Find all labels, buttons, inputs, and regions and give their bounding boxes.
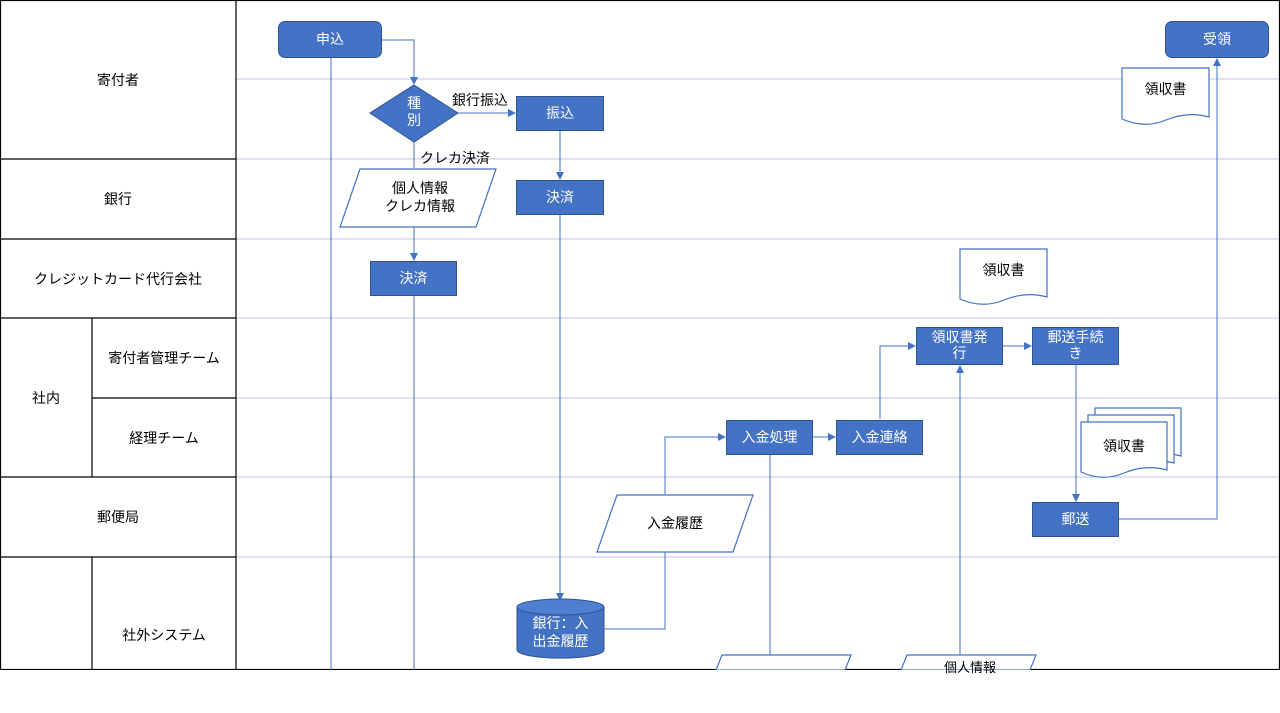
lane-donor-mgmt: 寄付者管理チーム — [108, 351, 220, 367]
deposit-history-label: 入金履歴 — [647, 515, 703, 532]
bank-transfer-label: 銀行振込 — [452, 93, 508, 109]
apply-node[interactable]: 申込 — [278, 21, 382, 58]
arrow-notice-to-issue — [879, 342, 916, 419]
lane-donor: 寄付者 — [97, 72, 139, 89]
lane-post-office: 郵便局 — [97, 510, 139, 526]
personal-info-partial-shape — [900, 654, 1037, 670]
lane-bank: 銀行 — [104, 192, 132, 208]
receipt-donor-doc — [1121, 67, 1210, 125]
deposit-notice-node[interactable]: 入金連絡 — [836, 420, 923, 455]
bank-history-db-label[interactable]: 銀行：入 出金履歴 — [532, 616, 589, 650]
receipt-multi-doc-front — [1080, 421, 1168, 478]
lane-accounting: 経理チーム — [129, 430, 199, 447]
lane-card-agency: クレジットカード代行会社 — [34, 271, 202, 288]
mail-node[interactable]: 郵送 — [1032, 502, 1119, 537]
card-settle-node[interactable]: 決済 — [370, 261, 457, 296]
personal-card-info-label: 個人情報 クレカ情報 — [385, 181, 455, 215]
lane-separators — [236, 78, 1280, 558]
deposit-process-node[interactable]: 入金処理 — [726, 420, 813, 455]
card-payment-label: クレカ決済 — [420, 151, 490, 167]
receive-node[interactable]: 受領 — [1165, 21, 1269, 58]
transfer-node[interactable]: 振込 — [516, 96, 604, 131]
arrow-mail-to-receive — [1119, 58, 1221, 520]
arrow-apply-to-type — [382, 39, 418, 85]
lane-external-system: 社外システム — [122, 628, 206, 644]
bank-settle-node[interactable]: 決済 — [516, 180, 604, 215]
receipt-draft-label: 領収書 — [982, 263, 1025, 279]
receipt-issue-node[interactable]: 領収書発 行 — [916, 327, 1003, 365]
lane-internal: 社内 — [32, 390, 60, 407]
mail-procedure-node[interactable]: 郵送手続 き — [1032, 327, 1119, 365]
swimlane-diagram — [0, 0, 1280, 670]
bank-history-db-shape — [516, 598, 605, 659]
line-db-to-history — [604, 552, 666, 630]
receipt-donor-label: 領収書 — [1144, 82, 1187, 98]
deposit-history-shape — [596, 494, 754, 553]
arrow-history-to-process — [664, 433, 726, 495]
receipt-draft-doc — [959, 248, 1048, 305]
connectors — [330, 39, 1221, 670]
personal-info-partial-label: 個人情報 — [943, 661, 996, 676]
data-shapes — [339, 168, 1037, 670]
receipt-multi-label: 領収書 — [1103, 439, 1145, 455]
type-decision-label[interactable]: 種 別 — [407, 96, 421, 129]
personal-card-info-shape — [339, 168, 497, 228]
document-shapes — [959, 67, 1210, 478]
type-decision-diamond — [369, 84, 459, 143]
lane-header-grid — [0, 0, 1280, 670]
empty-parallelogram-shape — [715, 654, 852, 670]
